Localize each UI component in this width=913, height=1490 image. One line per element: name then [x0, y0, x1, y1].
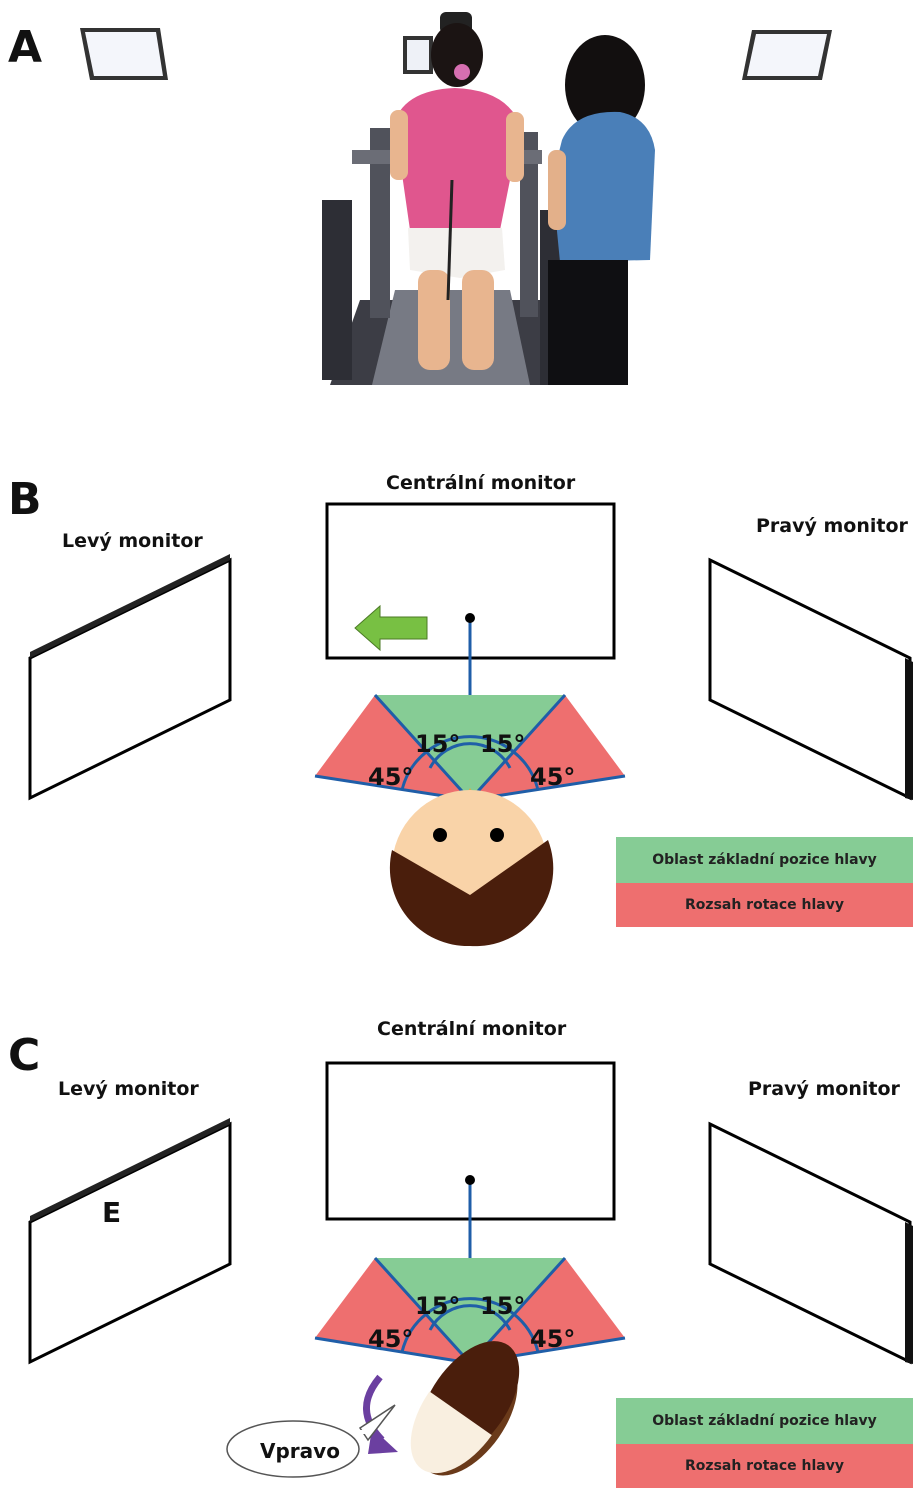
panel-c-angle-15-left: 15° [415, 1292, 460, 1320]
panel-b-left-monitor-label: Levý monitor [62, 530, 203, 552]
panel-b-angle-15-right: 15° [480, 730, 525, 758]
panel-b-base-zone [375, 695, 565, 800]
panel-a-letter: A [8, 22, 43, 73]
panel-b-gaze-dot [465, 613, 475, 623]
panel-c-rotation-zone-right [470, 1258, 625, 1363]
panel-b-left-monitor [28, 557, 232, 801]
panel-a-photo [80, 12, 832, 385]
photo-center-monitor [403, 36, 433, 74]
panel-c-rotation-arrow [363, 1374, 398, 1454]
panel-b-legend-base-zone: Oblast základní pozice hlavy [616, 837, 913, 883]
panel-c-left-monitor [28, 1121, 232, 1365]
panel-c-speech-text: Vpravo [260, 1439, 340, 1463]
panel-b-green-arrow [354, 604, 428, 652]
panel-c-gaze-dot [465, 1175, 475, 1185]
panel-c-speech-bubble [226, 1404, 396, 1478]
panel-c-right-monitor-label: Pravý monitor [748, 1078, 900, 1100]
panel-b-legend-rotation-range: Rozsah rotace hlavy [616, 883, 913, 927]
panel-b-rotation-zone-right [470, 695, 625, 800]
panel-c-angle-45-right: 45° [530, 1325, 575, 1353]
photo-right-monitor [742, 30, 832, 80]
panel-c-left-monitor-label: Levý monitor [58, 1078, 199, 1100]
panel-b-central-monitor-label: Centrální monitor [386, 472, 576, 494]
panel-b-diagram: 15° 15° 45° 45° [28, 502, 913, 947]
panel-b-angle-15-left: 15° [415, 730, 460, 758]
panel-b-right-monitor-label: Pravý monitor [756, 515, 908, 537]
panel-b-angle-45-right: 45° [530, 763, 575, 791]
panel-b-letter: B [8, 474, 42, 525]
panel-c-angle-15-right: 15° [480, 1292, 525, 1320]
panel-c-head [410, 1341, 520, 1476]
panel-c-central-monitor-label: Centrální monitor [377, 1018, 567, 1040]
panel-b-rotation-zone-left [315, 695, 470, 800]
panel-c-base-zone [375, 1258, 565, 1363]
panel-c-angle-45-left: 45° [368, 1325, 413, 1353]
photo-walker [390, 12, 524, 370]
panel-c-rotation-zone-left [315, 1258, 470, 1363]
panel-b-head [389, 788, 554, 947]
panel-c-legend-rotation-range: Rozsah rotace hlavy [616, 1444, 913, 1488]
panel-c-legend-base-zone: Oblast základní pozice hlavy [616, 1398, 913, 1444]
panel-c-left-screen-letter: E [102, 1196, 121, 1229]
photo-left-monitor [80, 28, 168, 80]
panel-b-angle-45-left: 45° [368, 763, 413, 791]
panel-c-right-monitor [708, 1121, 912, 1365]
panel-c-letter: C [8, 1030, 41, 1081]
photo-assistant [548, 35, 655, 385]
panel-b-right-monitor [708, 557, 912, 801]
panel-c-diagram: E 15° 15° 45° 45° Vpravo [28, 1061, 913, 1478]
